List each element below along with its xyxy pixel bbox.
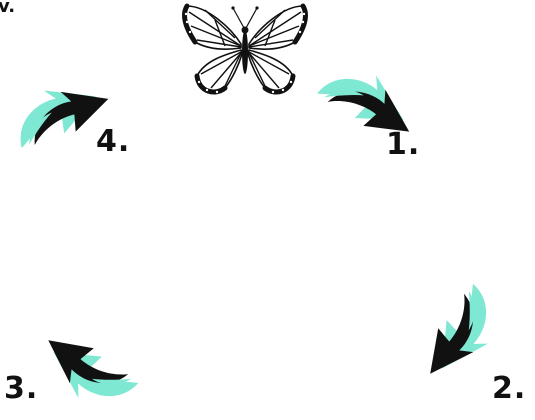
step-label-2: 2.	[492, 374, 526, 404]
corner-text-fragment: v.	[0, 0, 15, 17]
step-label-3: 3.	[4, 374, 38, 404]
arrow-step-2	[410, 282, 510, 382]
arrow-step-4	[10, 66, 110, 166]
butterfly-illustration	[179, 2, 311, 98]
arrow-step-3	[40, 320, 140, 420]
step-label-1: 1.	[386, 130, 420, 160]
step-label-4: 4.	[96, 127, 130, 157]
